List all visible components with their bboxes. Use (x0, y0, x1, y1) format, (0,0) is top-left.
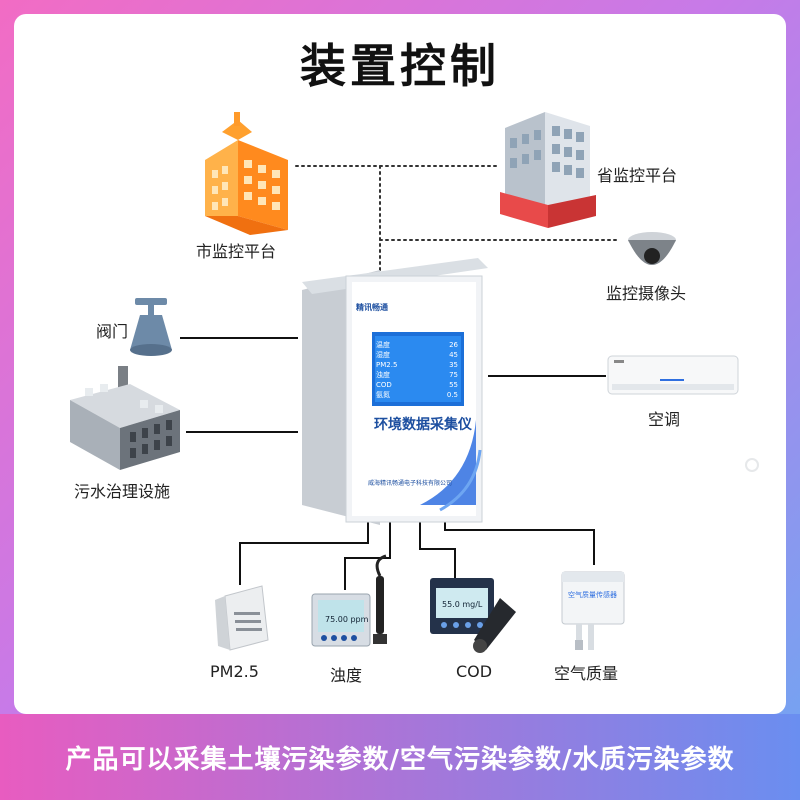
device-company: 威海精讯畅通电子科技有限公司 (368, 480, 453, 487)
province-platform-label: 省监控平台 (597, 166, 678, 185)
device-name: 环境数据采集仪 (374, 417, 472, 433)
sewage-facility-icon (70, 366, 180, 470)
air-quality-label: 空气质量 (554, 664, 619, 683)
city-platform-label: 市监控平台 (196, 242, 277, 261)
turbidity-label: 浊度 (330, 666, 363, 685)
pm25-label: PM2.5 (210, 662, 259, 681)
bottom-banner: 产品可以采集土壤污染参数/空气污染参数/水质污染参数 (0, 714, 800, 800)
province-platform-building-icon (500, 112, 596, 228)
turbidity-meter-icon: 75.00 ppm (311, 554, 387, 647)
camera-icon (628, 232, 676, 265)
cod-meter-icon: 55.0 mg/L (430, 578, 516, 653)
valve-icon (130, 298, 172, 356)
control-links (180, 337, 606, 590)
cod-label: COD (456, 662, 493, 681)
data-collector-cabinet (302, 258, 488, 525)
pm25-sensor-icon (215, 585, 269, 651)
camera-label: 监控摄像头 (606, 284, 687, 303)
air-quality-sensor-icon: 空气质量传感器 (561, 571, 625, 650)
cod-display-text: 55.0 mg/L (442, 600, 483, 609)
turbidity-display-text: 75.00 ppm (325, 615, 369, 624)
air-conditioner-label: 空调 (648, 410, 681, 429)
air-sensor-label-text: 空气质量传感器 (568, 590, 617, 599)
valve-label: 阀门 (96, 322, 129, 341)
decorative-dot-icon (745, 458, 759, 472)
sewage-facility-label: 污水治理设施 (74, 482, 171, 501)
network-links (295, 165, 617, 271)
device-brand: 精讯畅通 (356, 303, 388, 312)
air-conditioner-icon (607, 355, 739, 395)
page-title: 装置控制 (300, 39, 500, 93)
city-platform-building-icon (205, 112, 288, 235)
